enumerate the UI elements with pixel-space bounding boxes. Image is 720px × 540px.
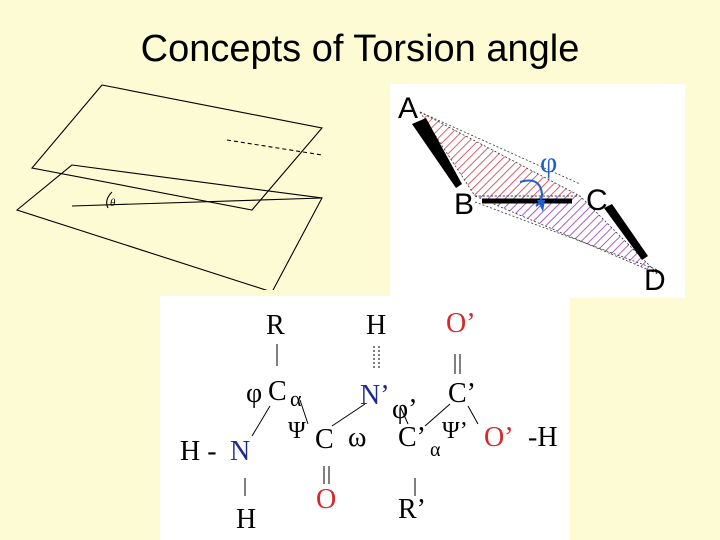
n-prime-label: N’ — [360, 380, 390, 411]
h-bottom-label: H — [236, 504, 256, 535]
peptide-backbone-diagram: R H O’ φ C α N’ φ’ C’ H - N Ψ C ω C’ α Ψ… — [160, 296, 570, 540]
alpha-prime-label: α — [430, 439, 441, 461]
angle-arc — [106, 191, 113, 209]
c-alpha-label: C — [268, 376, 287, 407]
atom-c-label: C — [586, 184, 608, 217]
phi-label: φ — [540, 146, 557, 179]
c-prime-mid-label: C’ — [398, 422, 426, 453]
bond-calpha-n — [251, 405, 271, 437]
omega-label: ω — [348, 422, 366, 453]
bond-nprime-calphaprime — [399, 405, 409, 425]
dotted-edge-d — [474, 201, 659, 271]
upper-plane — [30, 84, 324, 211]
bond-cprime-oprime — [467, 405, 479, 425]
r-label: R — [266, 310, 285, 341]
phi-prime-label: φ’ — [392, 394, 417, 425]
o-prime-right-label: O’ — [484, 422, 514, 453]
theta-label: θ — [110, 197, 116, 209]
psi-prime-label: Ψ’ — [442, 418, 468, 444]
intersection-line — [71, 197, 323, 207]
psi-label: Ψ — [288, 418, 306, 444]
atom-a-label: A — [398, 92, 418, 125]
slide-title: Concepts of Torsion angle — [140, 28, 580, 70]
bond-calpha-c — [299, 399, 309, 425]
intersecting-planes-diagram: θ — [15, 84, 324, 290]
bond-cd — [604, 204, 648, 260]
atom-d-label: D — [644, 264, 666, 297]
phi-label: φ — [246, 378, 262, 409]
dotted-edge-a — [419, 111, 581, 185]
bond-c-nprime — [331, 403, 366, 427]
bond-ab — [412, 118, 462, 188]
plane-bcd — [474, 195, 659, 275]
torsion-angle-diagram: A B C D φ — [390, 84, 685, 298]
lower-plane — [15, 164, 323, 290]
h-top-label: H — [366, 310, 386, 341]
c-prime-top-label: C’ — [448, 378, 476, 409]
bond-calphaprime-cprime — [424, 403, 451, 427]
c-mid-label: C — [315, 424, 334, 455]
r-prime-label: R’ — [398, 494, 426, 525]
n-label: N — [230, 436, 250, 467]
o-prime-top-label: O’ — [446, 308, 476, 339]
o-bottom-label: O — [316, 484, 336, 515]
h-n-label: H - — [180, 436, 217, 467]
h-right-label: -H — [528, 422, 558, 453]
phi-arrowhead — [537, 200, 545, 212]
c-alpha-subscript: α — [290, 386, 302, 411]
atom-b-label: B — [454, 188, 474, 221]
hidden-edge — [226, 139, 323, 156]
